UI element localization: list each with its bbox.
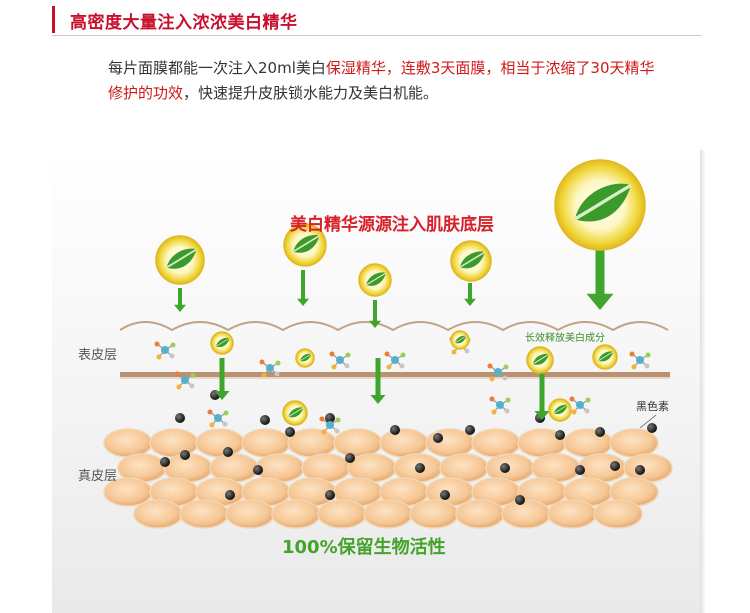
leaf-orb-icon	[526, 346, 554, 374]
epidermis-base	[120, 372, 670, 378]
down-arrow-icon	[174, 288, 186, 312]
dermis-cell	[379, 428, 429, 458]
molecule-icon	[206, 408, 230, 429]
leaf-orb-icon	[282, 400, 308, 426]
epidermis-surface	[119, 321, 669, 332]
melanin-dot-icon	[160, 457, 170, 467]
melanin-dot-icon	[440, 490, 450, 500]
leaf-orb-icon	[210, 331, 234, 355]
dermis-cell	[149, 428, 199, 458]
down-arrow-icon	[297, 270, 309, 306]
dermis-cell	[593, 499, 643, 529]
molecule-icon	[568, 395, 592, 416]
leaf-orb-icon	[450, 240, 492, 282]
down-arrow-icon	[534, 372, 550, 420]
dermis-cell	[455, 499, 505, 529]
leaf-orb-icon	[155, 235, 205, 285]
melanin-dot-icon	[595, 427, 605, 437]
melanin-dot-icon	[647, 423, 657, 433]
diagram-headline: 美白精华源源注入肌肤底层	[290, 214, 494, 235]
footer-caption: 100%保留生物活性	[282, 536, 446, 558]
dermis-cells	[103, 428, 673, 529]
melanin-dot-icon	[223, 447, 233, 457]
dermis-cell	[195, 428, 245, 458]
melanin-label: 黑色素	[636, 399, 669, 413]
leaf-orb-icon	[450, 330, 470, 350]
panel-shadow	[700, 150, 706, 613]
section-header: 高密度大量注入浓浓美白精华	[0, 0, 750, 40]
dermis-cell	[133, 499, 183, 529]
dermis-cell	[501, 499, 551, 529]
leaf-orb-icon	[592, 344, 618, 370]
melanin-dot-icon	[285, 427, 295, 437]
down-arrow-icon	[586, 248, 614, 310]
down-arrow-icon	[370, 358, 386, 404]
dermis-cell	[179, 499, 229, 529]
accent-bar	[52, 6, 55, 33]
dermis-cell	[271, 499, 321, 529]
release-label: 长效释放美白成分	[525, 331, 605, 344]
melanin-dot-icon	[635, 465, 645, 475]
melanin-dot-icon	[253, 465, 263, 475]
dermis-cell	[333, 428, 383, 458]
melanin-dot-icon	[345, 453, 355, 463]
essence-orbs	[155, 159, 646, 426]
down-arrow-icon	[214, 358, 230, 400]
leaf-orb-icon	[358, 263, 392, 297]
melanin-dot-icon	[175, 413, 185, 423]
melanin-dot-icon	[225, 490, 235, 500]
infusion-arrows	[174, 248, 614, 420]
dermis-cell	[287, 428, 337, 458]
dermis-cell	[409, 499, 459, 529]
dermis-cell	[363, 499, 413, 529]
dermis-cell	[317, 499, 367, 529]
divider	[52, 35, 702, 36]
epidermis-label: 表皮层	[78, 348, 117, 363]
melanin-dot-icon	[325, 490, 335, 500]
melanin-dot-icon	[415, 463, 425, 473]
melanin-dot-icon	[390, 425, 400, 435]
melanin-dot-icon	[180, 450, 190, 460]
melanin-dot-icon	[610, 461, 620, 471]
down-arrow-icon	[369, 300, 381, 328]
leaf-orb-icon	[554, 159, 646, 251]
leaf-orb-icon	[283, 223, 327, 267]
dermis-cell	[609, 428, 659, 458]
melanin-dot-icon	[465, 425, 475, 435]
molecule-icon	[153, 340, 177, 361]
intro-paragraph: 每片面膜都能一次注入20ml美白保湿精华，连敷3天面膜，相当于浓缩了30天精华修…	[108, 56, 668, 106]
melanin-dot-icon	[260, 415, 270, 425]
molecule-icon	[488, 395, 512, 416]
melanin-dot-icon	[555, 430, 565, 440]
melanin-dot-icon	[575, 465, 585, 475]
molecule-icon	[383, 350, 407, 371]
molecule-icon	[628, 350, 652, 371]
dermis-cell	[471, 428, 521, 458]
melanin-pointer	[639, 414, 657, 429]
intro-text-1: 每片面膜都能一次注入20ml美白	[108, 59, 326, 77]
melanin-dot-icon	[325, 413, 335, 423]
section-title: 高密度大量注入浓浓美白精华	[70, 13, 298, 33]
dermis-cell	[547, 499, 597, 529]
intro-highlight: 保湿精华，连敷3天面膜，相当于浓缩了30天精华修护的功效	[108, 59, 655, 102]
melanin-dot-icon	[500, 463, 510, 473]
leaf-orb-icon	[548, 398, 572, 422]
leaf-orb-icon	[295, 348, 315, 368]
dermis-cell	[241, 428, 291, 458]
dermis-label: 真皮层	[78, 469, 117, 484]
dermis-cell	[103, 428, 153, 458]
dermis-cell	[225, 499, 275, 529]
melanin-dot-icon	[433, 433, 443, 443]
down-arrow-icon	[464, 283, 476, 306]
melanin-dot-icon	[515, 495, 525, 505]
intro-text-2: ，快速提升皮肤锁水能力及美白机能。	[183, 84, 439, 102]
molecule-icon	[328, 350, 352, 371]
